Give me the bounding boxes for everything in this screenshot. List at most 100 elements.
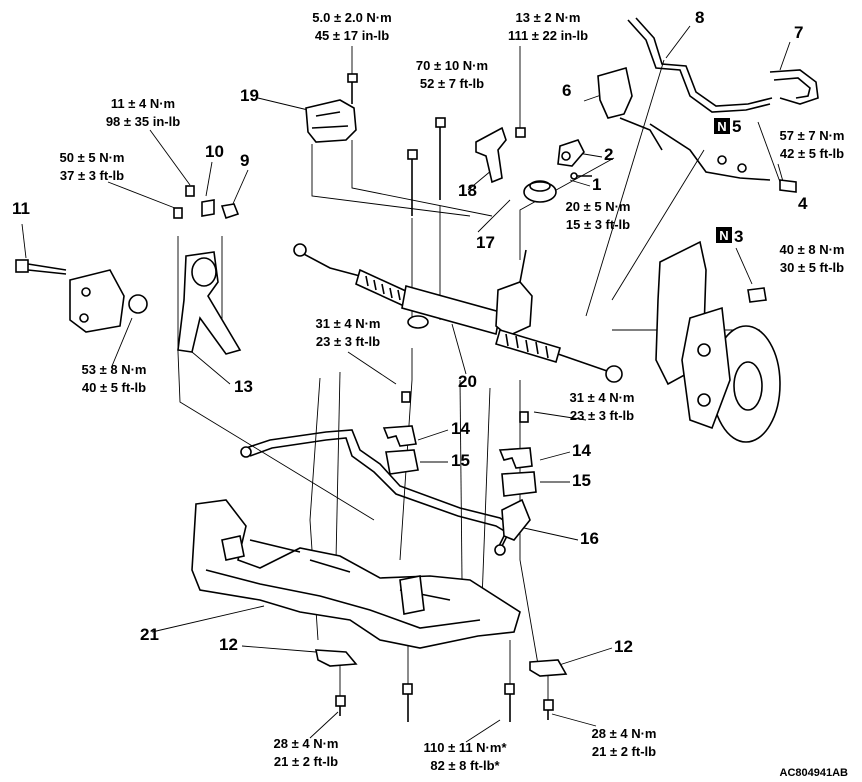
torque-rack-bolts-imperial: 52 ± 7 ft-lb [420,76,484,91]
torque-bottom-right-imperial: 21 ± 2 ft-lb [592,744,656,759]
torque-crossmember-metric: 110 ± 11 N·m* [423,740,507,755]
engine-bracket [69,269,125,333]
torque-tierod-end: 57 ± 7 N·m 42 ± 5 ft-lb [780,128,845,161]
part-2-joint [557,139,585,167]
torque-nut3: 40 ± 8 N·m 30 ± 5 ft-lb [780,242,845,275]
part-12-bracket-left [315,649,358,667]
replace-marker-3: N [716,227,732,243]
torque-tierod-end-imperial: 42 ± 5 ft-lb [780,146,844,161]
torque-bottom-right-metric: 28 ± 4 N·m [592,726,657,741]
torque-bottom-left-metric: 28 ± 4 N·m [274,736,339,751]
part-21-crossmember [191,499,521,649]
torque-bracket-metric: 13 ± 2 N·m [516,10,581,25]
roll-stopper-bushing [128,294,148,314]
svg-text:N: N [717,119,726,134]
part-number-15-right: 15 [572,471,591,490]
part-number-13: 13 [234,377,253,396]
torque-stab-left-metric: 31 ± 4 N·m [316,316,381,331]
torque-bottom-left-imperial: 21 ± 2 ft-lb [274,754,338,769]
part-number-9: 9 [240,151,249,170]
part-number-17: 17 [476,233,495,252]
torque-rack-bolts-metric: 70 ± 10 N·m [416,58,488,73]
part-number-18: 18 [458,181,477,200]
bracket-bolt-icon [515,127,526,138]
part-number-10: 10 [205,142,224,161]
part-13-roll-stopper [177,251,242,355]
torque-tierod-end-metric: 57 ± 7 N·m [780,128,845,143]
bottom-bolts-icon [335,683,554,722]
part-4-nut [779,179,797,193]
torque-bottom-left: 28 ± 4 N·m 21 ± 2 ft-lb [274,736,339,769]
part-15-bushing-left [385,449,419,475]
torque-top-bolt: 5.0 ± 2.0 N·m 45 ± 17 in-lb [312,10,391,43]
part-17-grommet [523,180,557,203]
part-11-bolt [15,259,67,275]
torque-bracket-imperial: 111 ± 22 in-lb [508,28,588,43]
torque-link-left: 50 ± 5 N·m 37 ± 3 ft-lb [60,150,125,183]
part-1-bolt [570,172,592,180]
part-number-1: 1 [592,175,601,194]
part-9-clip [220,203,240,220]
torque-crossmember-imperial: 82 ± 8 ft-lb* [430,758,500,773]
part-number-7: 7 [794,23,803,42]
torque-bottom-right: 28 ± 4 N·m 21 ± 2 ft-lb [592,726,657,759]
torque-nut3-metric: 40 ± 8 N·m [780,242,845,257]
link-bolt-left-icon [173,207,183,219]
rack-bolts-icon [407,117,446,216]
torque-roll-stopper-imperial: 40 ± 5 ft-lb [82,380,146,395]
part-19-bracket [305,99,357,143]
part-14-clamp-right [498,447,533,469]
torque-bracket: 13 ± 2 N·m 111 ± 22 in-lb [508,10,588,43]
reference-code: AC804941AB [780,767,849,779]
torque-roll-stopper: 53 ± 8 N·m 40 ± 5 ft-lb [82,362,147,395]
replace-marker-5: N [714,118,730,134]
part-5-return-pipe [649,123,771,181]
part-18-bracket [475,126,507,184]
knuckle-brake-assembly [655,240,781,443]
torque-link-left-imperial: 37 ± 3 ft-lb [60,168,124,183]
svg-text:N: N [719,228,728,243]
torque-joint: 20 ± 5 N·m 15 ± 3 ft-lb [566,199,631,232]
torque-rack-bolts: 70 ± 10 N·m 52 ± 7 ft-lb [416,58,488,91]
torque-link-upper: 11 ± 4 N·m 98 ± 35 in-lb [106,96,180,129]
part-number-3: 3 [734,227,743,246]
part-16-stabilizer-bar [240,429,531,556]
part-number-12-left: 12 [219,635,238,654]
torque-joint-imperial: 15 ± 3 ft-lb [566,217,630,232]
torque-link-upper-imperial: 98 ± 35 in-lb [106,114,180,129]
torque-stab-right: 31 ± 4 N·m 23 ± 3 ft-lb [570,390,635,423]
torque-nut3-imperial: 30 ± 5 ft-lb [780,260,844,275]
part-number-6: 6 [562,81,571,100]
stab-bolt-right-icon [519,411,529,423]
part-number-14-right: 14 [572,441,591,460]
part-number-21: 21 [140,625,159,644]
torque-stab-right-metric: 31 ± 4 N·m [570,390,635,405]
torque-top-bolt-imperial: 45 ± 17 in-lb [315,28,389,43]
torque-roll-stopper-metric: 53 ± 8 N·m [82,362,147,377]
leader-lines [21,25,791,743]
part-number-4: 4 [798,194,808,213]
part-3-nut [747,287,767,303]
part-number-19: 19 [240,86,259,105]
torque-joint-metric: 20 ± 5 N·m [566,199,631,214]
part-20-steering-rack [293,243,623,383]
torque-stab-right-imperial: 23 ± 3 ft-lb [570,408,634,423]
part-number-20: 20 [458,372,477,391]
part-number-16: 16 [580,529,599,548]
torque-top-bolt-metric: 5.0 ± 2.0 N·m [312,10,391,25]
part-12-bracket-right [529,659,568,677]
top-bolt-icon [347,73,358,104]
part-10-clip [201,199,215,217]
part-number-12-right: 12 [614,637,633,656]
part-15-bushing-right [501,471,537,497]
part-6-column-joint [597,66,663,151]
part-7-hose [769,69,819,105]
part-number-8: 8 [695,8,704,27]
torque-crossmember: 110 ± 11 N·m* 82 ± 8 ft-lb* [423,740,507,773]
torque-stab-left: 31 ± 4 N·m 23 ± 3 ft-lb [316,316,381,349]
torque-link-upper-metric: 11 ± 4 N·m [111,96,175,111]
part-8-pressure-hose [627,17,773,113]
part-14-clamp-left [382,425,417,447]
part-number-11: 11 [12,199,30,218]
